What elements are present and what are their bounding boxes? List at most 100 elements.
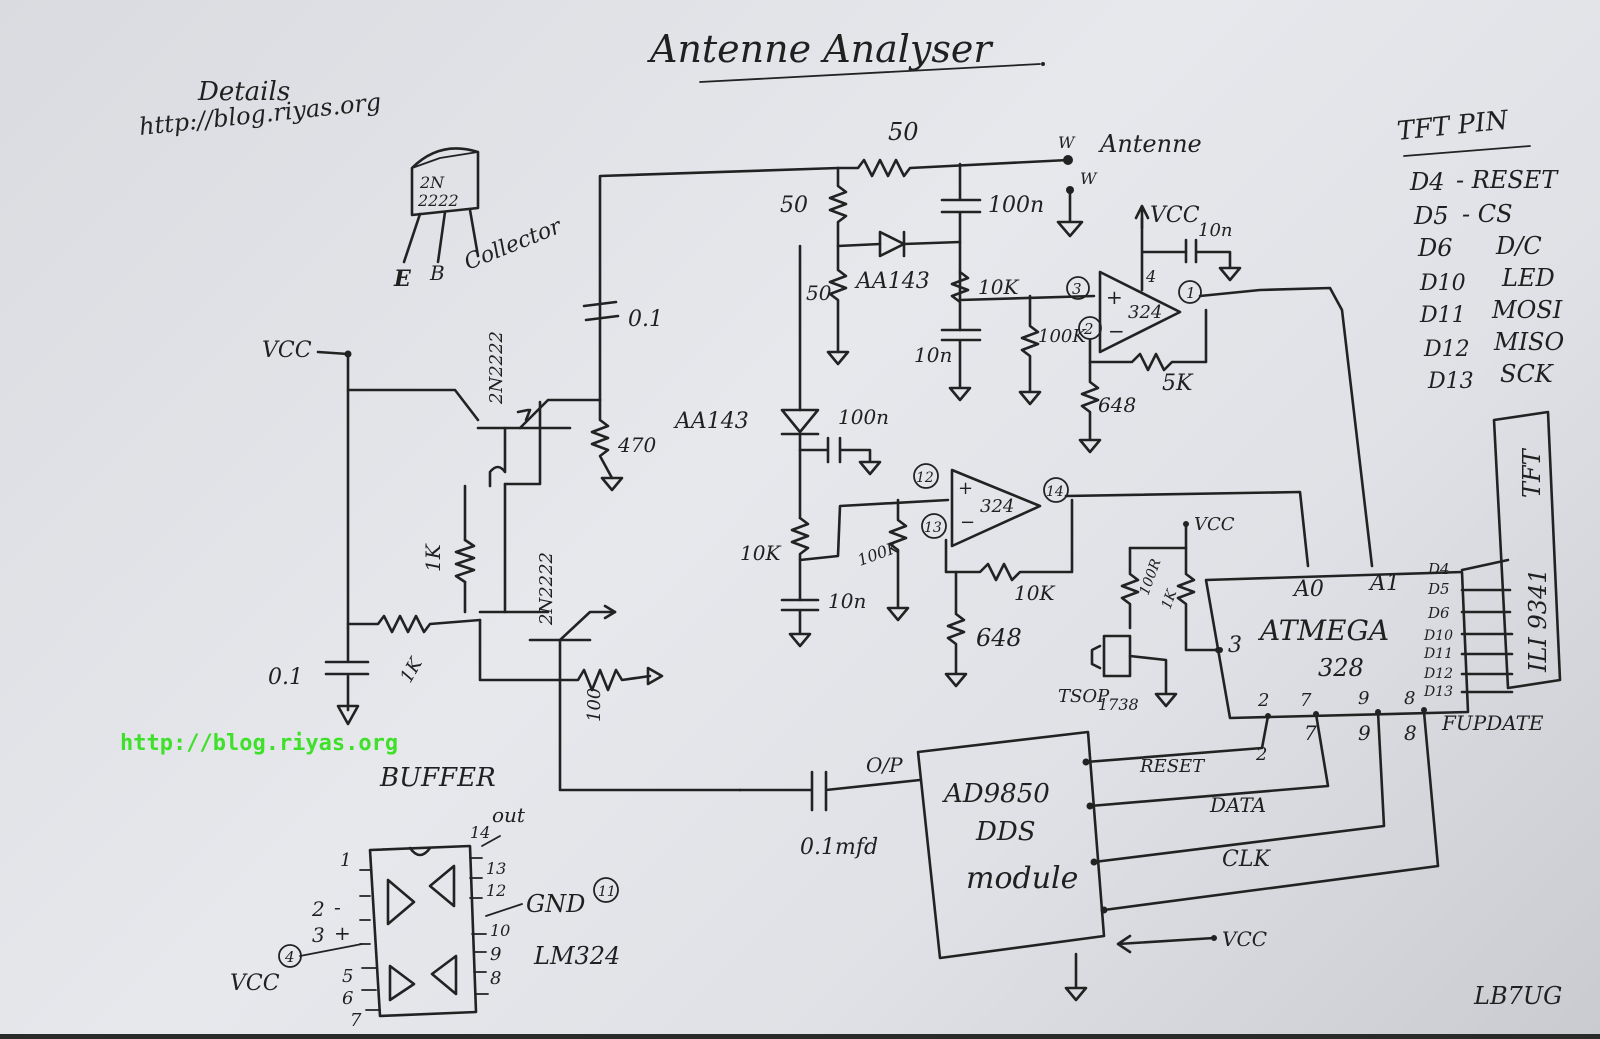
q1-collector-wire xyxy=(346,388,480,422)
lm324-opamp-a xyxy=(386,878,416,926)
d1-body xyxy=(878,230,906,258)
opamp1-minus: − xyxy=(1108,319,1125,343)
c3 xyxy=(940,328,982,402)
tft-pin-row5-pin: D11 xyxy=(1419,303,1466,328)
r-out-label: 100 xyxy=(584,688,605,722)
bridge-section: 50 W Antenne W 50 50 AA143 100n 10K 10n … xyxy=(673,118,1202,648)
buffer-section: VCC 2N2222 1K 2N2222 100 xyxy=(262,166,840,793)
q1-emitter-arrow xyxy=(516,408,532,422)
opamp1-r-fb-label: 5K xyxy=(1162,371,1194,396)
lm324-pin5: 5 xyxy=(342,966,353,987)
mcu-pin-d4: D4 xyxy=(1427,560,1450,578)
opamp2-in-wire xyxy=(798,498,950,562)
dds-name-2: DDS xyxy=(975,817,1036,847)
opamp1-vcc-label: VCC xyxy=(1150,203,1200,228)
buffer-label: BUFFER xyxy=(379,763,496,793)
opamp1-r-gnd-label: 648 xyxy=(1098,393,1136,417)
mcu-fupdate: FUPDATE xyxy=(1441,711,1544,735)
c2 xyxy=(798,436,882,476)
lm324-opamp-d xyxy=(430,954,458,996)
d2-body xyxy=(780,408,820,434)
ir-r2-label: 1K xyxy=(1159,586,1181,611)
pin-e-label: E xyxy=(393,266,412,292)
ir-r1 xyxy=(1120,546,1140,630)
buffer-vcc-label: VCC xyxy=(262,338,312,363)
opamp2-r-gnd-label: 648 xyxy=(976,624,1022,652)
tft-pin-row2-pin: D5 xyxy=(1413,202,1449,230)
r-emitter-ground xyxy=(600,476,624,492)
r-left1 xyxy=(828,166,848,248)
q2-emitter-wire xyxy=(558,638,742,792)
mcu-pin-d10: D10 xyxy=(1423,628,1453,644)
opamp1-r-fb xyxy=(1088,308,1208,372)
opamp1-vcc-cap xyxy=(1184,238,1242,282)
antenna-node xyxy=(1063,155,1073,165)
c3-label: 10n xyxy=(914,343,952,367)
opamp2-plus: + xyxy=(958,478,973,499)
lm324-pin12: 12 xyxy=(486,881,506,900)
ground-symbol xyxy=(1056,188,1084,238)
c1 xyxy=(940,162,982,302)
opamp1-plus: + xyxy=(1106,285,1123,309)
opamp1-r-in xyxy=(1018,294,1042,406)
q1-emitter-down xyxy=(503,400,542,486)
dds-vcc-arrow xyxy=(1116,934,1216,954)
opamp1-r-in-label: 100K xyxy=(1038,326,1087,347)
c4 xyxy=(780,598,820,648)
watermark: http://blog.riyas.org xyxy=(120,731,398,756)
c-couple-label: 0.1 xyxy=(628,307,663,332)
ir-part2: 1738 xyxy=(1098,695,1139,714)
dds-op-label: O/P xyxy=(866,753,903,777)
dds-wire-num-9: 9 xyxy=(1358,721,1371,745)
opamp2-r-fb-label: 10K xyxy=(1014,581,1055,605)
mcu-pin3: 3 xyxy=(1228,633,1242,658)
r1 xyxy=(950,270,970,332)
opamp1-part: 324 xyxy=(1128,302,1162,323)
mcu: A0 A1 ATMEGA 328 3 2 7 9 8 D4 D5 D6 D10 … xyxy=(1204,558,1544,735)
r-out-arrow xyxy=(646,666,664,686)
dds-body xyxy=(916,730,1106,960)
opamp1-vcc-arrow xyxy=(1134,204,1150,230)
lead-b xyxy=(436,210,447,264)
lm324-plus: + xyxy=(334,921,351,945)
mcu-pin-d13: D13 xyxy=(1423,684,1453,700)
mcu-pin-d12: D12 xyxy=(1423,666,1453,682)
lm324-pin10: 10 xyxy=(490,921,510,940)
dds-name-1: AD9850 xyxy=(942,779,1050,809)
r-emitter xyxy=(590,398,614,480)
opamp2-part: 324 xyxy=(980,496,1014,517)
dds-wire-num-7: 7 xyxy=(1304,721,1317,745)
mcu-right-pins: D4 D5 D6 D10 D11 D12 D13 xyxy=(1423,560,1453,700)
lm324-pin7: 7 xyxy=(350,1010,362,1031)
r-left2-label: 50 xyxy=(806,281,832,305)
opamp1-pin1-circle xyxy=(1178,280,1202,304)
tft-pin-row6-pin: D12 xyxy=(1423,337,1470,362)
q2-base-wire xyxy=(478,618,562,682)
dds-ground xyxy=(1064,952,1088,1002)
tft-pin-row1-pin: D4 xyxy=(1409,168,1445,196)
c2-label: 100n xyxy=(838,405,889,429)
tft-pin-underline xyxy=(1403,145,1531,157)
opamp1-pin4: 4 xyxy=(1145,267,1156,286)
r-base-label: 1K xyxy=(396,653,427,686)
dds-cap-label: 0.1mfd xyxy=(800,835,878,860)
lm324-opamp-c xyxy=(388,964,416,1002)
lm324-gnd-pin-circle xyxy=(593,877,619,903)
opamp1-r-gnd xyxy=(1078,360,1102,454)
lm324-out-wire xyxy=(481,835,501,847)
opamp2-r-in-label: 100K xyxy=(855,537,902,570)
dds-vcc-node xyxy=(1211,935,1217,941)
c-couple-plates xyxy=(582,300,620,322)
opamp2-triangle xyxy=(950,468,1042,548)
r2-label: 10K xyxy=(740,541,781,565)
lm324-pin8: 8 xyxy=(490,968,501,989)
dds-out-cap xyxy=(738,770,922,812)
r-top-label: 50 xyxy=(888,118,919,146)
opamp1-pin2: 2 xyxy=(1083,320,1094,338)
q2-label: 2N2222 xyxy=(536,552,557,626)
opamp1-pin3: 3 xyxy=(1072,280,1082,298)
ir-vcc-wire xyxy=(1128,522,1188,550)
opamp2-pin13-circle xyxy=(921,513,947,539)
opamp2-pin12: 12 xyxy=(916,470,934,486)
schematic-title: Antenne Analyser xyxy=(647,27,994,71)
